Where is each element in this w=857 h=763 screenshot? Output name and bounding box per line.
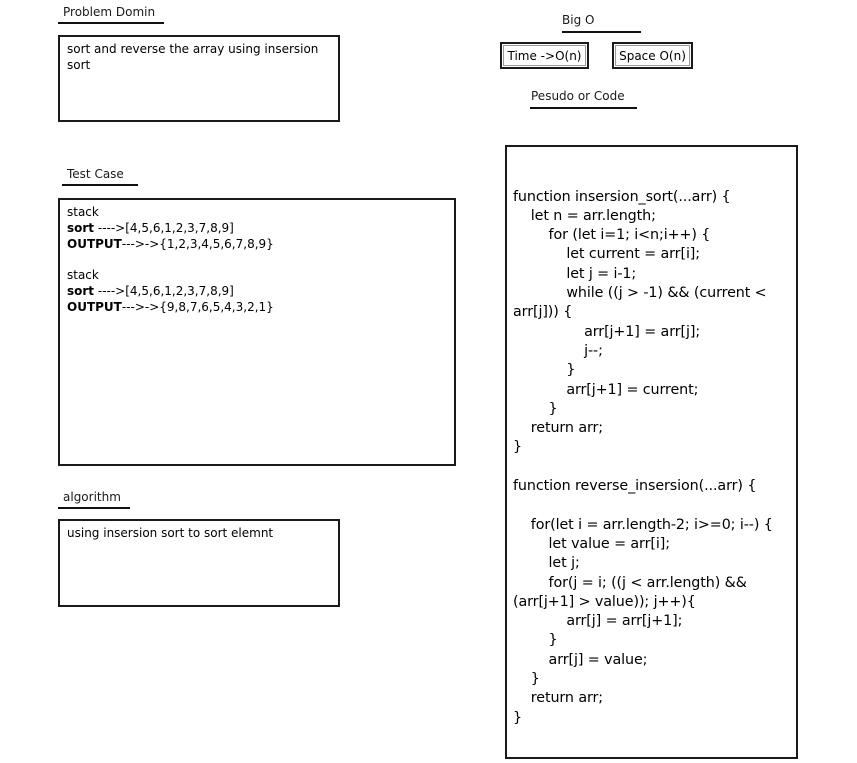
code-line: arr[j] = arr[j+1]; <box>513 613 683 630</box>
pseudo-code-heading: Pesudo or Code <box>531 89 625 103</box>
output-value: --->->{1,2,3,4,5,6,7,8,9} <box>121 237 274 251</box>
code-line: } <box>513 362 576 379</box>
problem-domain-heading: Problem Domin <box>63 5 156 19</box>
code-line: arr[j])) { <box>513 304 573 321</box>
test-case-sort-line: sort ---->[4,5,6,1,2,3,7,8,9] <box>67 220 447 236</box>
test-case-group: stack sort ---->[4,5,6,1,2,3,7,8,9] OUTP… <box>67 267 447 315</box>
test-case-sort-line: sort ---->[4,5,6,1,2,3,7,8,9] <box>67 283 447 299</box>
pseudo-code-underline <box>530 107 637 109</box>
space-complexity-label: Space O(n) <box>619 48 686 63</box>
code-block: function insersion_sort(...arr) { let n … <box>513 188 790 728</box>
big-o-heading: Big O <box>562 13 595 27</box>
code-line: for(let i = arr.length-2; i>=0; i--) { <box>513 516 773 533</box>
code-line: (arr[j+1] > value)); j++){ <box>513 593 696 610</box>
code-line: arr[j+1] = arr[j]; <box>513 323 701 340</box>
code-line: } <box>513 632 558 649</box>
algorithm-text: using insersion sort to sort elemnt <box>67 526 274 540</box>
code-line: return arr; <box>513 690 604 707</box>
code-line: let value = arr[i]; <box>513 535 670 552</box>
sort-label: sort <box>67 284 95 298</box>
code-line <box>513 458 790 477</box>
code-line <box>513 496 790 515</box>
big-o-underline <box>562 31 641 33</box>
code-line: for (let i=1; i<n;i++) { <box>513 227 711 244</box>
test-case-box: stack sort ---->[4,5,6,1,2,3,7,8,9] OUTP… <box>58 198 456 466</box>
code-line: } <box>513 400 558 417</box>
algorithm-heading: algorithm <box>63 490 121 504</box>
code-line: j--; <box>513 342 603 359</box>
test-case-group: stack sort ---->[4,5,6,1,2,3,7,8,9] OUTP… <box>67 204 447 252</box>
test-case-stack-label: stack <box>67 205 99 219</box>
pseudo-code-box: function insersion_sort(...arr) { let n … <box>505 145 798 759</box>
code-line: let n = arr.length; <box>513 207 656 224</box>
code-line: arr[j+1] = current; <box>513 381 699 398</box>
code-line: return arr; <box>513 420 604 437</box>
test-case-heading: Test Case <box>67 167 124 181</box>
time-box-inner-border <box>503 45 586 66</box>
test-case-underline <box>62 184 138 186</box>
algorithm-box: using insersion sort to sort elemnt <box>58 519 340 607</box>
algorithm-underline <box>58 507 130 509</box>
time-complexity-label: Time ->O(n) <box>507 48 582 63</box>
sort-label: sort <box>67 221 95 235</box>
output-label: OUTPUT <box>67 300 122 314</box>
code-line: for(j = i; ((j < arr.length) && <box>513 574 747 591</box>
code-line: let j; <box>513 555 580 572</box>
problem-domain-box: sort and reverse the array using insersi… <box>58 35 340 122</box>
test-case-output-line: OUTPUT--->->{9,8,7,6,5,4,3,2,1} <box>67 299 447 315</box>
problem-domain-text: sort and reverse the array using insersi… <box>67 42 319 72</box>
test-case-output-line: OUTPUT--->->{1,2,3,4,5,6,7,8,9} <box>67 236 447 252</box>
output-label: OUTPUT <box>67 237 122 251</box>
code-line: } <box>513 439 522 456</box>
code-line: } <box>513 671 540 688</box>
time-complexity-box: Time ->O(n) <box>500 42 589 69</box>
code-line: while ((j > -1) && (current < <box>513 285 767 302</box>
code-line: function reverse_insersion(...arr) { <box>513 478 757 495</box>
sort-value: ---->[4,5,6,1,2,3,7,8,9] <box>94 221 234 235</box>
code-line: let j = i-1; <box>513 265 637 282</box>
problem-domain-underline <box>58 22 164 24</box>
space-complexity-box: Space O(n) <box>612 42 693 69</box>
space-box-inner-border <box>615 45 690 66</box>
sort-value: ---->[4,5,6,1,2,3,7,8,9] <box>94 284 234 298</box>
test-case-stack-label: stack <box>67 268 99 282</box>
code-line: function insersion_sort(...arr) { <box>513 188 731 205</box>
output-value: --->->{9,8,7,6,5,4,3,2,1} <box>121 300 274 314</box>
code-line: arr[j] = value; <box>513 651 648 668</box>
code-line: let current = arr[i]; <box>513 246 701 263</box>
code-line: } <box>513 709 522 726</box>
